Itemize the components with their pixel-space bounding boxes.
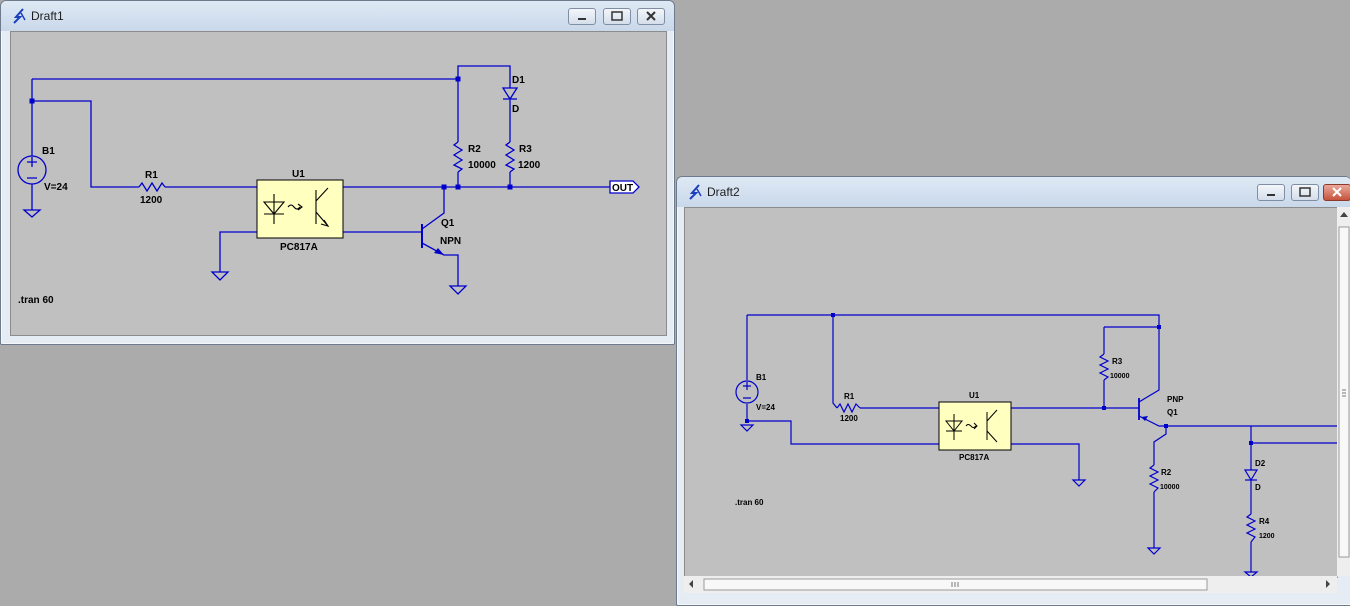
- d1-model: D: [512, 104, 519, 115]
- r4-resistor[interactable]: [1245, 513, 1257, 543]
- r1-label: R1: [145, 170, 158, 181]
- out-label: OUT: [612, 183, 633, 194]
- d1-label: D1: [512, 75, 525, 86]
- r1-resistor[interactable]: [836, 402, 861, 414]
- r3-value: 1200: [518, 160, 541, 171]
- minimize-icon: [1267, 194, 1275, 196]
- draft1-titlebar[interactable]: Draft1: [1, 1, 674, 31]
- minimize-icon: [578, 18, 586, 20]
- r2-value: 10000: [1160, 484, 1180, 491]
- draft2-window[interactable]: Draft2: [676, 176, 1350, 606]
- maximize-button[interactable]: [603, 8, 631, 25]
- d2-model: D: [1255, 483, 1261, 492]
- window-title: Draft1: [31, 9, 64, 23]
- u1-label: U1: [292, 169, 305, 180]
- u1-model: PC817A: [280, 242, 318, 253]
- b1-value: V=24: [44, 182, 68, 193]
- draft1-schematic-canvas[interactable]: OUT B1 V=24 R1 1200 U1 PC817A Q1 NPN R2 …: [10, 31, 667, 336]
- out-net-flag[interactable]: OUT: [609, 180, 640, 194]
- q1-type: PNP: [1167, 395, 1184, 404]
- r3-label: R3: [1112, 357, 1123, 366]
- q1-label: Q1: [1167, 408, 1178, 417]
- maximize-icon: [1299, 187, 1311, 197]
- b1-label: B1: [756, 373, 767, 382]
- q1-type: NPN: [440, 236, 461, 247]
- r1-resistor[interactable]: [138, 181, 166, 193]
- r4-label: R4: [1259, 517, 1270, 526]
- draft1-window[interactable]: Draft1: [0, 0, 675, 345]
- r3-value: 10000: [1110, 373, 1130, 380]
- close-icon: [646, 11, 656, 21]
- close-button[interactable]: [637, 8, 665, 25]
- d2-label: D2: [1255, 459, 1266, 468]
- d1-diode[interactable]: [501, 87, 519, 101]
- r2-label: R2: [468, 144, 481, 155]
- draft2-schematic-canvas[interactable]: B1 V=24 R1 1200 U1 PC817A R3 10000 PNP Q…: [684, 207, 1338, 578]
- q1-label: Q1: [441, 218, 455, 229]
- u1-model: PC817A: [959, 453, 989, 462]
- u1-optocoupler[interactable]: [938, 401, 1012, 451]
- spice-directive[interactable]: .tran 60: [735, 498, 764, 507]
- r3-resistor[interactable]: [1098, 353, 1110, 381]
- r4-value: 1200: [1259, 533, 1275, 540]
- r1-value: 1200: [840, 414, 858, 423]
- window-title: Draft2: [707, 185, 740, 199]
- b1-voltage-source[interactable]: [17, 155, 47, 185]
- b1-value: V=24: [756, 403, 775, 412]
- maximize-button[interactable]: [1291, 184, 1319, 201]
- r2-resistor[interactable]: [452, 141, 464, 173]
- draft2-titlebar[interactable]: Draft2: [677, 177, 1350, 207]
- close-button[interactable]: [1323, 184, 1350, 201]
- r2-label: R2: [1161, 468, 1172, 477]
- ltspice-icon: [689, 184, 702, 200]
- u1-optocoupler[interactable]: [256, 179, 344, 239]
- u1-label: U1: [969, 391, 980, 400]
- b1-label: B1: [42, 146, 55, 157]
- r2-resistor[interactable]: [1148, 464, 1160, 493]
- r3-resistor[interactable]: [504, 141, 516, 173]
- horizontal-scrollbar[interactable]: [684, 576, 1337, 593]
- minimize-button[interactable]: [1257, 184, 1285, 201]
- r1-value: 1200: [140, 195, 163, 206]
- vertical-scrollbar[interactable]: [1337, 207, 1350, 576]
- ltspice-icon: [13, 8, 26, 24]
- minimize-button[interactable]: [568, 8, 596, 25]
- r3-label: R3: [519, 144, 532, 155]
- spice-directive[interactable]: .tran 60: [18, 295, 54, 306]
- r2-value: 10000: [468, 160, 496, 171]
- close-icon: [1332, 187, 1342, 197]
- b1-voltage-source[interactable]: [735, 380, 759, 404]
- maximize-icon: [611, 11, 623, 21]
- r1-label: R1: [844, 392, 855, 401]
- d2-diode[interactable]: [1243, 469, 1259, 482]
